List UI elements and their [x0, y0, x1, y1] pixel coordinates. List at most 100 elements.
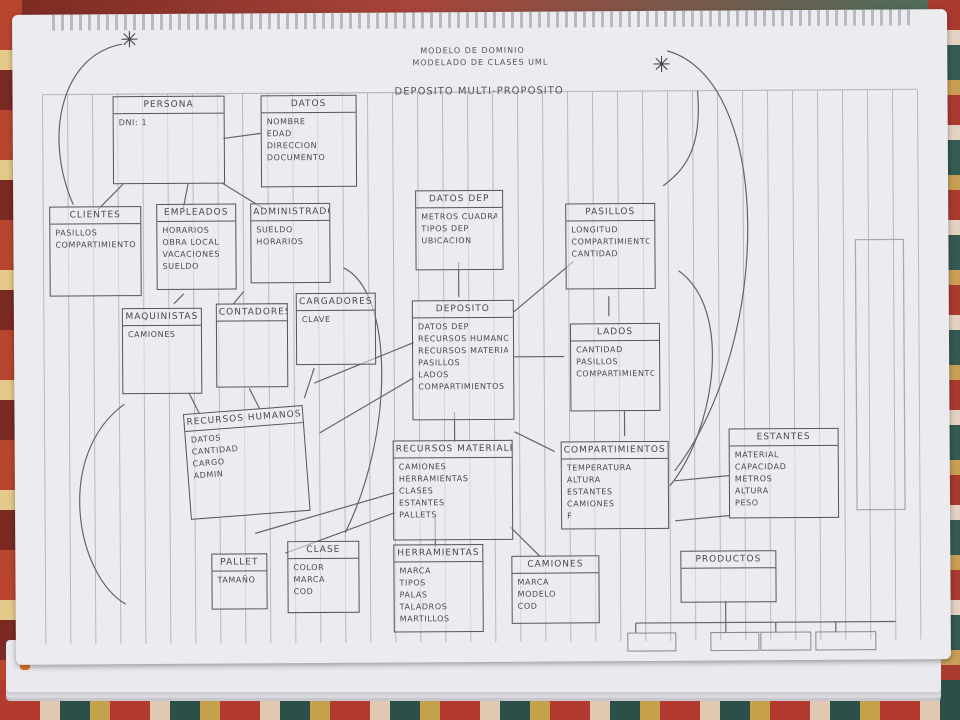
class-compartimientos: COMPARTIMIENTOS TEMPERATURA ALTURA ESTAN… [560, 440, 670, 530]
class-datos-attr: EDAD [266, 129, 292, 139]
class-datos-dep-attr: TIPOS DEP [421, 224, 469, 234]
class-lados: LADOS CANTIDAD PASILLOS COMPARTIMIENTOS [569, 322, 661, 412]
class-clase-name: CLASE [288, 541, 359, 560]
class-clase-attr: MARCA [293, 574, 326, 585]
class-deposito: DEPOSITO DATOS DEP RECURSOS HUMANOS RECU… [411, 299, 515, 421]
class-lados-attr: CANTIDAD [576, 345, 623, 355]
notebook-page: ✳ ✳ MODELO DE DOMINIO MODELADO DE CLASES… [12, 9, 951, 665]
class-datos-attr: DIRECCION [266, 141, 318, 151]
class-estantes-attr: MATERIAL [734, 450, 780, 460]
class-deposito-attr: RECURSOS MATERIALES [418, 345, 509, 356]
class-productos: PRODUCTOS [680, 550, 777, 603]
class-clase: CLASE COLOR MARCA COD [287, 540, 360, 614]
class-herramientas-attr: MARCA [399, 566, 432, 576]
class-clientes-attr: PASILLOS [55, 228, 98, 238]
class-datos-dep-attr: UBICACION [421, 236, 472, 246]
class-maquinistas-name: MAQUINISTAS [122, 308, 201, 327]
class-recursos-materiales-attr: CAMIONES [398, 462, 447, 472]
class-compartimientos-attr: ESTANTES [566, 487, 613, 497]
class-persona: PERSONA DNI: 1 [112, 95, 226, 185]
class-recursos-materiales-name: RECURSOS MATERIALES [393, 440, 512, 459]
class-empleados-attr: SUELDO [162, 261, 200, 271]
class-pallet-attr: TAMAÑO [217, 575, 256, 585]
class-administrador-attr: SUELDO [256, 225, 293, 235]
class-administrador: ADMINISTRADOR SUELDO HORARIOS [250, 202, 331, 284]
class-deposito-attr: LADOS [418, 370, 449, 380]
class-herramientas-name: HERRAMIENTAS [394, 544, 483, 563]
class-maquinistas: MAQUINISTAS CAMIONES [121, 307, 203, 395]
class-empleados: EMPLEADOS HORARIOS OBRA LOCAL VACACIONES… [156, 203, 237, 290]
class-pallet-name: PALLET [212, 554, 267, 572]
class-persona-attr: DNI: 1 [118, 118, 148, 128]
star-doodle-right: ✳ [652, 52, 671, 78]
class-pallet: PALLET TAMAÑO [211, 553, 268, 610]
class-compartimientos-name: COMPARTIMIENTOS [561, 441, 668, 460]
class-deposito-attr: COMPARTIMIENTOS [418, 381, 505, 392]
class-deposito-attr: RECURSOS HUMANOS [417, 333, 509, 344]
class-camiones-attr: COD [517, 601, 538, 611]
class-camiones-name: CAMIONES [512, 556, 599, 574]
class-lados-attr: COMPARTIMIENTOS [576, 368, 655, 379]
class-lados-attr: PASILLOS [576, 357, 619, 367]
class-pasillos-attr: CANTIDAD [571, 249, 619, 259]
class-datos-dep: DATOS DEP METROS CUADRADOS TIPOS DEP UBI… [415, 189, 504, 271]
class-contadores: CONTADORES [215, 303, 289, 388]
class-datos-name: DATOS [261, 95, 356, 114]
class-cargadores: CARGADORES CLAVE [295, 292, 377, 366]
class-estantes-attr: ALTURA [734, 486, 769, 496]
class-estantes-attr: METROS [734, 474, 773, 484]
class-pasillos-attr: COMPARTIMIENTOS [571, 236, 650, 247]
class-clase-attr: COD [293, 587, 314, 597]
class-recursos-humanos: RECURSOS HUMANOS DATOS CANTIDAD CARGO AD… [182, 405, 311, 520]
class-compartimientos-attr: ALTURA [566, 475, 601, 485]
class-datos-attr: DOCUMENTO [266, 152, 326, 163]
class-camiones: CAMIONES MARCA MODELO COD [511, 555, 600, 624]
class-pasillos: PASILLOS LONGITUD COMPARTIMIENTOS CANTID… [565, 202, 656, 290]
class-estantes-attr: PESO [734, 498, 759, 508]
class-deposito-attr: PASILLOS [418, 358, 461, 368]
class-administrador-attr: HORARIOS [256, 237, 304, 247]
class-estantes: ESTANTES MATERIAL CAPACIDAD METROS ALTUR… [728, 427, 840, 519]
class-recursos-materiales-attr: CLASES [398, 486, 434, 496]
class-herramientas-attr: TALADROS [399, 602, 448, 612]
class-recursos-materiales-attr: HERRAMIENTAS [398, 474, 469, 484]
class-empleados-attr: OBRA LOCAL [162, 237, 220, 247]
diagram-title-line1: MODELO DE DOMINIO [420, 45, 525, 56]
class-herramientas-attr: PALAS [399, 590, 428, 600]
class-cargadores-name: CARGADORES [296, 293, 375, 312]
class-administrador-name: ADMINISTRADOR [251, 203, 330, 222]
class-datos-dep-name: DATOS DEP [416, 190, 503, 209]
diagram-title-line2: MODELADO DE CLASES UML [412, 57, 549, 68]
class-estantes-attr: CAPACIDAD [734, 462, 787, 472]
class-datos: DATOS NOMBRE EDAD DIRECCION DOCUMENTO [260, 94, 358, 188]
star-doodle-left: ✳ [120, 28, 139, 54]
class-datos-attr: NOMBRE [266, 117, 306, 127]
diagram-subtitle: DEPOSITO MULTI-PROPOSITO [394, 85, 564, 98]
class-recursos-materiales-attr: PALLETS [399, 510, 438, 520]
class-camiones-attr: MODELO [517, 589, 557, 599]
class-recursos-materiales-attr: ESTANTES [398, 498, 445, 508]
class-productos-name: PRODUCTOS [681, 551, 776, 569]
class-clase-attr: COLOR [293, 562, 325, 573]
class-clientes-attr: COMPARTIMIENTOS [55, 240, 136, 250]
class-clientes: CLIENTES PASILLOS COMPARTIMIENTOS [49, 206, 142, 297]
class-camiones-attr: MARCA [517, 577, 550, 587]
class-empleados-attr: VACACIONES [162, 249, 221, 259]
class-compartimientos-attr: F [567, 511, 573, 521]
class-herramientas-attr: TIPOS [399, 578, 426, 588]
class-cargadores-attr: CLAVE [301, 314, 331, 325]
class-clientes-name: CLIENTES [50, 207, 141, 225]
class-contadores-name: CONTADORES [216, 304, 287, 322]
class-maquinistas-attr: CAMIONES [127, 329, 176, 340]
class-datos-dep-attr: METROS CUADRADOS [421, 211, 498, 222]
class-empleados-name: EMPLEADOS [157, 204, 236, 222]
class-recursos-materiales: RECURSOS MATERIALES CAMIONES HERRAMIENTA… [392, 439, 514, 541]
class-deposito-name: DEPOSITO [412, 300, 513, 319]
class-compartimientos-attr: TEMPERATURA [566, 463, 632, 473]
class-pasillos-name: PASILLOS [566, 203, 655, 222]
class-empleados-attr: HORARIOS [162, 225, 210, 235]
class-pasillos-attr: LONGITUD [571, 225, 619, 235]
class-herramientas: HERRAMIENTAS MARCA TIPOS PALAS TALADROS … [393, 543, 484, 633]
class-herramientas-attr: MARTILLOS [399, 614, 450, 624]
class-lados-name: LADOS [570, 323, 660, 342]
